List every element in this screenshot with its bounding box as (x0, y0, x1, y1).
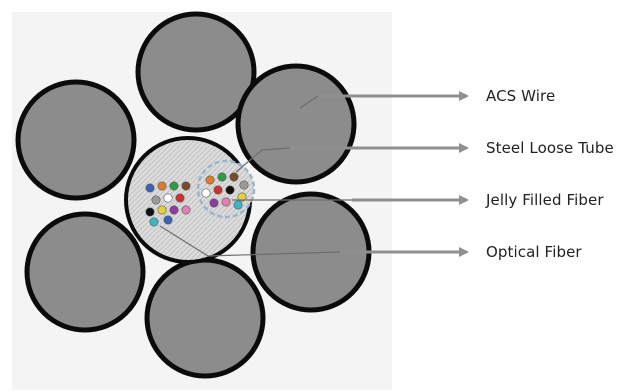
fiber-dot (233, 200, 243, 210)
acs-wire-bottom (144, 257, 266, 379)
fiber-dot (163, 215, 173, 225)
fiber-dot (145, 207, 155, 217)
leader-acs-wire (299, 95, 319, 109)
acs-wire-upper-right (235, 63, 357, 185)
fiber-dot (229, 172, 239, 182)
fiber-dot (221, 197, 231, 207)
fiber-dot (175, 193, 185, 203)
fiber-dot (217, 172, 227, 182)
fiber-dot (205, 175, 215, 185)
label-acs-wire: ACS Wire (486, 87, 556, 105)
leader-lines (159, 95, 352, 257)
fiber-dot (169, 181, 179, 191)
fiber-dot (181, 181, 191, 191)
label-jelly-filled-fiber: Jelly Filled Fiber (486, 191, 604, 209)
fiber-dot (157, 181, 167, 191)
label-optical-fiber: Optical Fiber (486, 243, 582, 261)
fiber-dot (149, 217, 159, 227)
acs-wire-lower-left (24, 211, 146, 333)
label-steel-loose-tube: Steel Loose Tube (486, 139, 614, 157)
fiber-dot (145, 183, 155, 193)
acs-wire-upper-left (15, 79, 137, 201)
leader-optical-fiber (159, 225, 341, 257)
optical-fibers (145, 172, 249, 227)
fiber-dot (239, 180, 249, 190)
fiber-dot (181, 205, 191, 215)
fiber-dot (201, 188, 211, 198)
leader-steel-tube (235, 147, 291, 173)
acs-wires (15, 11, 372, 379)
fiber-dot (213, 185, 223, 195)
acs-wire-top (135, 11, 257, 133)
callout-arrows (290, 91, 469, 257)
fiber-dot (163, 193, 173, 203)
fiber-dot (169, 205, 179, 215)
fiber-dot (151, 195, 161, 205)
fiber-dot (225, 185, 235, 195)
fiber-dot (157, 205, 167, 215)
fiber-dot (209, 198, 219, 208)
fiber-dot (237, 192, 247, 202)
